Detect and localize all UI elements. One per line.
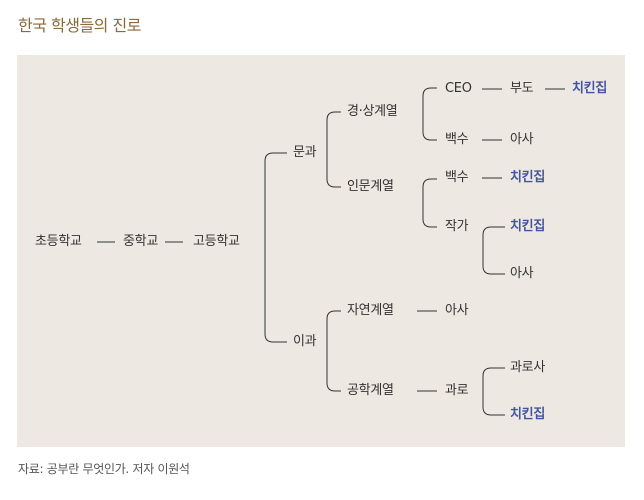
node-chicken-shop-engineering: 치킨집 xyxy=(510,407,545,422)
node-bankrupt: 부도 xyxy=(510,81,534,96)
node-science: 이과 xyxy=(293,334,317,349)
node-starvation-writer: 아사 xyxy=(510,266,534,281)
node-starvation-natural: 아사 xyxy=(445,303,469,318)
node-unemployed-business: 백수 xyxy=(445,132,469,147)
node-writer: 작가 xyxy=(445,219,469,234)
node-natural-science: 자연계열 xyxy=(347,303,394,318)
node-overwork-death: 과로사 xyxy=(510,360,545,375)
node-humanities: 문과 xyxy=(293,145,317,160)
diagram-panel: 초등학교 중학교 고등학교 문과 이과 경·상계열 인문계열 자연계열 공학계열… xyxy=(17,55,625,447)
source-caption: 자료: 공부란 무엇인가. 저자 이원석 xyxy=(18,462,190,476)
node-overwork: 과로 xyxy=(445,383,469,398)
node-liberal-arts: 인문계열 xyxy=(347,179,394,194)
node-high: 고등학교 xyxy=(193,234,240,249)
node-chicken-shop-ceo: 치킨집 xyxy=(572,81,607,96)
node-middle: 중학교 xyxy=(123,234,158,249)
node-ceo: CEO xyxy=(445,81,472,96)
connector-lines xyxy=(97,87,565,416)
page-title: 한국 학생들의 진로 xyxy=(18,16,141,35)
node-starvation-business: 아사 xyxy=(510,132,534,147)
node-business: 경·상계열 xyxy=(347,104,398,119)
node-unemployed-liberal: 백수 xyxy=(445,170,469,185)
node-engineering: 공학계열 xyxy=(347,383,394,398)
node-elementary: 초등학교 xyxy=(35,234,82,249)
node-chicken-shop-writer: 치킨집 xyxy=(510,219,545,234)
node-chicken-shop-liberal: 치킨집 xyxy=(510,170,545,185)
